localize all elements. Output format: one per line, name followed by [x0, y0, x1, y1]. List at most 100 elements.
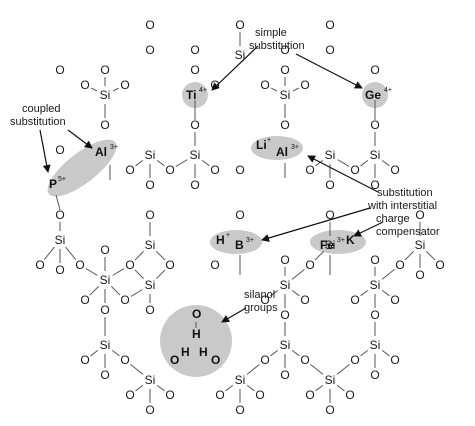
halo-li-al-pair: [251, 136, 303, 160]
si-atom: Si: [415, 238, 426, 252]
bond: [85, 268, 98, 276]
label-silanol-line1: silanol: [244, 289, 275, 301]
bond: [381, 349, 390, 357]
label-coupled-line1: coupled: [22, 103, 61, 115]
arrow-to-fe-k: [353, 221, 384, 237]
o-atom: O: [120, 353, 129, 367]
cation-p-symbol: P: [49, 177, 57, 191]
arrow-to-h-b: [261, 207, 371, 242]
o-atom: O: [370, 178, 379, 192]
bond: [156, 269, 166, 279]
cation-fe-symbol: Fe: [320, 238, 334, 252]
si-atom: Si: [280, 278, 291, 292]
label-interstitial-line4: compensator: [376, 226, 440, 238]
si-atom: Si: [370, 278, 381, 292]
bond: [270, 349, 279, 357]
o-atom: O: [35, 258, 44, 272]
label-simple-line1: simple: [255, 27, 287, 39]
bond: [310, 363, 324, 375]
o-atom: O: [325, 43, 334, 57]
o-atom: O: [235, 163, 244, 177]
bond: [381, 289, 390, 297]
arrow-coupled-to-p: [39, 129, 51, 173]
label-silanol-groups: silanol groups: [244, 289, 278, 314]
bond: [271, 87, 278, 92]
o-atom: O: [80, 78, 89, 92]
o-atom: O: [55, 263, 64, 277]
bond: [360, 159, 369, 167]
o-atom: O: [145, 18, 154, 32]
o-atom: O: [350, 163, 359, 177]
halo-fe-k-pair: [310, 230, 366, 254]
cation-al-coupled: Al 3+: [95, 144, 118, 159]
o-atom: O: [235, 403, 244, 417]
bond: [134, 251, 144, 261]
bond: [112, 87, 119, 92]
cation-al-coupled-charge: 3+: [110, 144, 118, 151]
bond: [90, 349, 99, 357]
bond: [111, 349, 120, 357]
si-atom: Si: [55, 233, 66, 247]
si-atom: Si: [280, 338, 291, 352]
o-atom: O: [80, 353, 89, 367]
si-atom: Si: [370, 148, 381, 162]
silicate-network-bonds: [43, 32, 436, 403]
o-atom: O: [280, 368, 289, 382]
si-atom: Si: [325, 373, 336, 387]
o-atom: O: [260, 78, 269, 92]
bond: [404, 251, 414, 261]
bond: [130, 289, 143, 297]
o-atom: O: [145, 43, 154, 57]
cation-al-interstitial-charge: 3+: [291, 144, 299, 151]
si-atom: Si: [145, 373, 156, 387]
cation-k-symbol: K: [346, 233, 355, 247]
arrow-to-silanol: [221, 307, 247, 323]
silanol-o-left: O: [170, 353, 179, 367]
highlight-halos: [47, 82, 388, 377]
arrow-to-li-al: [307, 155, 379, 193]
arrow-coupled-to-al: [67, 129, 93, 149]
bond: [201, 159, 210, 167]
bond: [360, 349, 369, 357]
o-atom: O: [80, 293, 89, 307]
o-atom: O: [325, 178, 334, 192]
label-coupled-line2: substitution: [10, 116, 66, 128]
cation-h-symbol: H: [216, 233, 225, 247]
o-atom: O: [125, 388, 134, 402]
silanol-h-right: H: [199, 345, 208, 359]
bond: [175, 159, 188, 167]
o-atom: O: [120, 293, 129, 307]
cation-li-symbol: Li: [256, 138, 267, 152]
o-atom: O: [305, 388, 314, 402]
bond: [426, 251, 436, 261]
si-atom: Si: [325, 238, 336, 252]
o-atom: O: [100, 243, 109, 257]
o-atom: O: [370, 368, 379, 382]
o-atom: O: [260, 293, 269, 307]
o-atom: O: [145, 208, 154, 222]
o-atom: O: [145, 303, 154, 317]
o-atom: O: [325, 208, 334, 222]
o-atom: O: [260, 353, 269, 367]
o-atom: O: [345, 388, 354, 402]
bond: [135, 159, 144, 167]
cation-fe: Fe 3+: [320, 237, 345, 252]
o-atom: O: [280, 118, 289, 132]
o-atom: O: [235, 18, 244, 32]
bond: [291, 289, 300, 297]
label-simple-substitution: simple substitution: [249, 27, 305, 52]
o-atom: O: [370, 118, 379, 132]
label-silanol-line2: groups: [244, 302, 278, 314]
o-atom: O: [75, 258, 84, 272]
halo-p-al-pair: [47, 139, 117, 197]
bond: [292, 87, 299, 92]
annotation-arrows: [39, 45, 384, 323]
si-atom: Si: [325, 148, 336, 162]
bond: [43, 246, 55, 260]
bond: [225, 384, 234, 392]
label-interstitial-line3: charge: [376, 213, 410, 225]
o-atom: O: [415, 268, 424, 282]
o-atom: O: [165, 388, 174, 402]
o-atom: O: [300, 293, 309, 307]
